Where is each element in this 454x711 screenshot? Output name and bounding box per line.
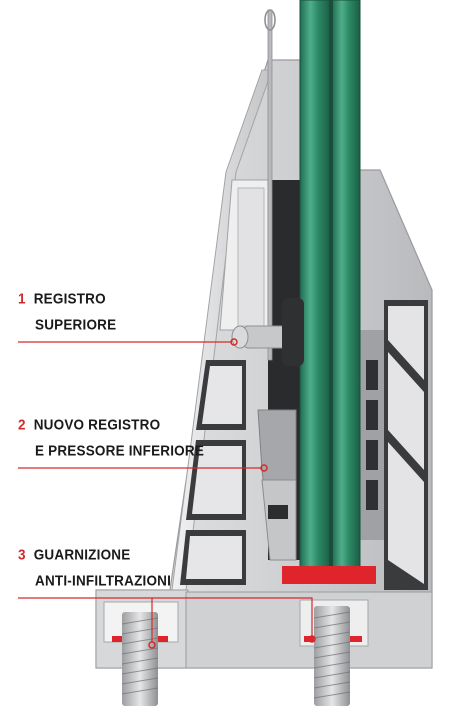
- callout-leaders: [18, 338, 316, 649]
- callout-2-line2: E PRESSORE INFERIORE: [35, 442, 205, 459]
- callout-2-line1: NUOVO REGISTRO: [33, 416, 161, 433]
- callout-3-number: 3: [18, 546, 26, 563]
- callout-3-line1: GUARNIZIONE: [33, 546, 131, 563]
- callout-2: 2 NUOVO REGISTRO E PRESSORE INFERIORE: [18, 412, 204, 464]
- callout-1-line1: REGISTRO: [33, 290, 106, 307]
- callout-3: 3 GUARNIZIONE ANTI-INFILTRAZIONI: [18, 542, 171, 594]
- callout-1-line2: SUPERIORE: [35, 316, 117, 333]
- upper-register: [231, 9, 304, 366]
- callout-3-line2: ANTI-INFILTRAZIONI: [35, 572, 172, 589]
- lower-register-presser: [257, 409, 297, 561]
- callout-2-number: 2: [18, 416, 26, 433]
- glass-panel: [299, 0, 361, 581]
- callout-1-number: 1: [18, 290, 26, 307]
- callout-1: 1 REGISTRO SUPERIORE: [18, 286, 116, 338]
